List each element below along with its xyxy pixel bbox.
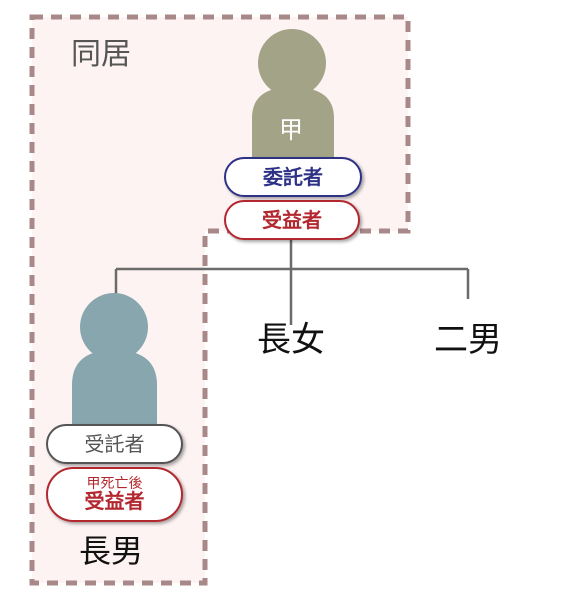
- settlor-beneficiary-badge: 受益者: [224, 200, 360, 240]
- settlor-role-badge: 委託者: [224, 157, 362, 197]
- second-son-name: 二男: [434, 320, 502, 360]
- settlor-role-label: 委託者: [263, 164, 323, 189]
- settlor-beneficiary-label: 受益者: [262, 207, 322, 232]
- eldest-son-beneficiary-badge: 甲死亡後 受益者: [46, 467, 183, 522]
- eldest-son-beneficiary-label: 受益者: [84, 489, 145, 514]
- eldest-son-person-icon: [72, 293, 157, 431]
- eldest-son-trustee-badge: 受託者: [46, 424, 183, 464]
- eldest-son-name: 長男: [79, 532, 144, 570]
- settlor-name: 甲: [279, 116, 303, 144]
- household-label: 同居: [71, 37, 131, 72]
- eldest-son-trustee-label: 受託者: [84, 431, 145, 456]
- eldest-son-beneficiary-condition: 甲死亡後: [86, 475, 143, 492]
- settlor-person-icon: [252, 29, 334, 160]
- eldest-daughter-name: 長女: [257, 320, 325, 360]
